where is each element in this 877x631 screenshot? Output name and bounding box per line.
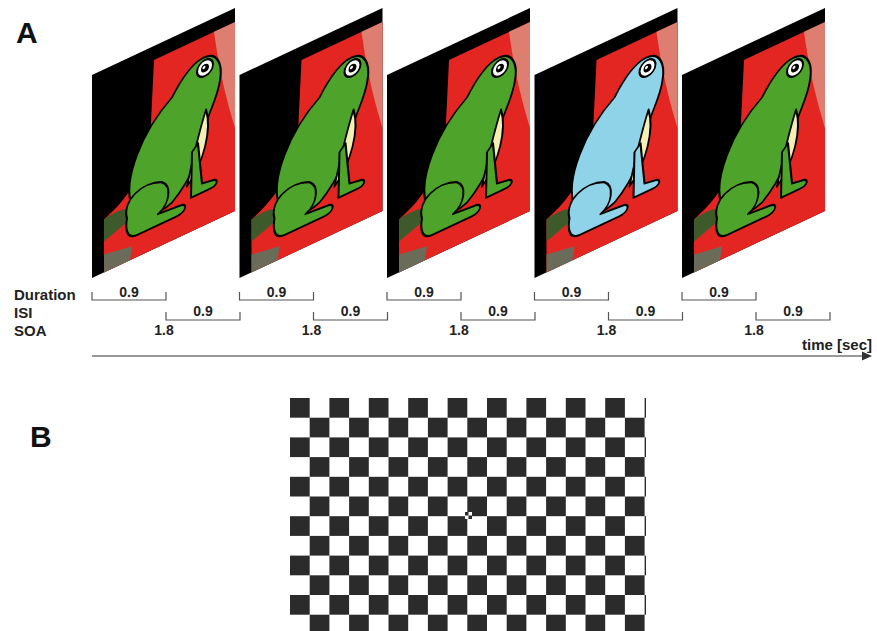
isi-value: 0.9 [193,304,212,318]
duration-value: 0.9 [119,285,138,299]
duration-value: 0.9 [562,285,581,299]
frog-frame [682,8,825,278]
row-label: ISI [14,305,32,320]
isi-value: 0.9 [636,304,655,318]
frog-frame [535,8,678,278]
isi-value: 0.9 [783,304,802,318]
panel-letter: A [16,18,38,48]
soa-value: 1.8 [449,323,468,337]
checkerboard [290,398,646,631]
soa-value: 1.8 [597,323,616,337]
duration-value: 0.9 [267,285,286,299]
frog-frame [387,8,530,278]
axis-label: time [sec] [802,337,872,352]
row-label: Duration [14,287,76,302]
row-label: SOA [14,323,47,338]
isi-value: 0.9 [341,304,360,318]
panel-letter: B [30,422,52,452]
duration-value: 0.9 [414,285,433,299]
soa-value: 1.8 [154,323,173,337]
soa-value: 1.8 [744,323,763,337]
frog-frame [240,8,383,278]
isi-value: 0.9 [488,304,507,318]
fixation-point [465,512,472,519]
duration-value: 0.9 [709,285,728,299]
time-axis [92,352,872,361]
soa-value: 1.8 [302,323,321,337]
frog-frame [92,8,235,278]
